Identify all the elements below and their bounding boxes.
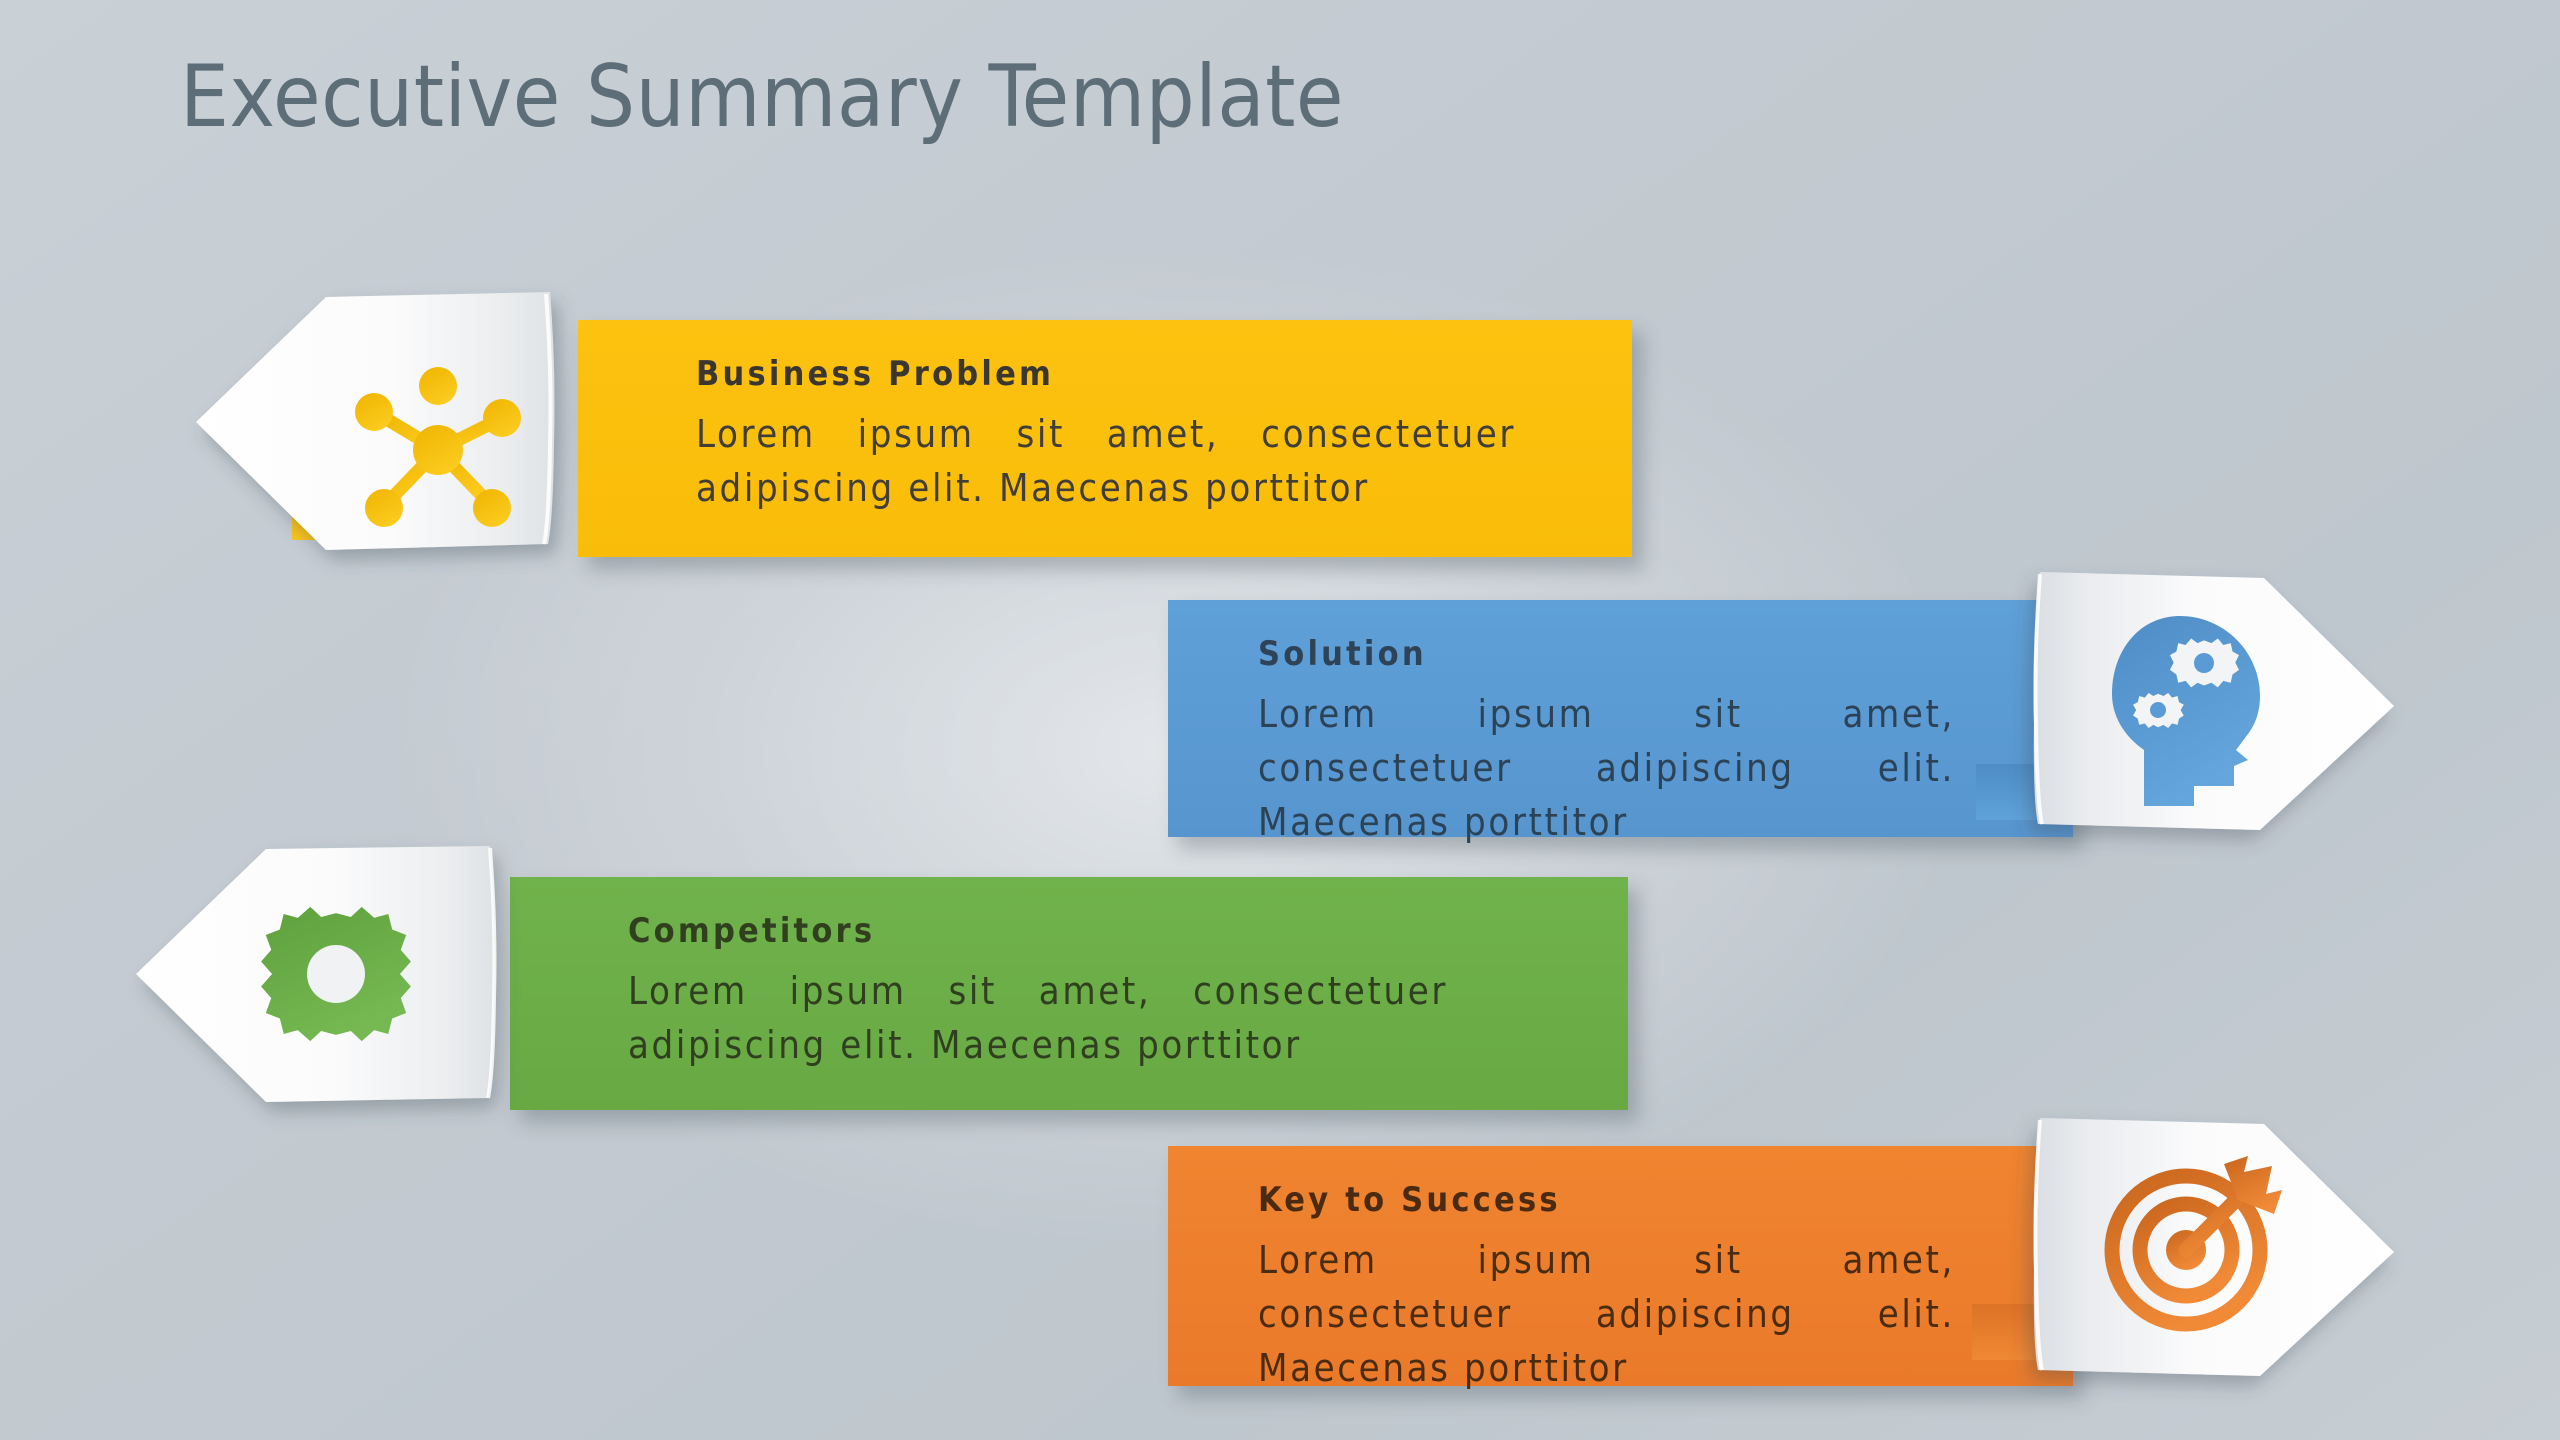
fold-crease xyxy=(2033,573,2044,825)
section-body: Lorem ipsum sit amet, consectetuer adipi… xyxy=(1258,1238,1955,1390)
fold-crease xyxy=(542,293,553,545)
network-nodes-icon xyxy=(355,367,521,527)
icon-panel-key-to-success[interactable] xyxy=(1972,1118,2472,1418)
fold-crease xyxy=(2033,1119,2044,1371)
gear-large-icon xyxy=(2169,638,2239,688)
section-body: Lorem ipsum sit amet, consectetuer adipi… xyxy=(1258,692,1955,844)
icon-panel-competitors[interactable] xyxy=(136,846,556,1146)
section-heading: Solution xyxy=(1258,634,1427,674)
gear-small-icon xyxy=(2133,692,2184,729)
gear-icon xyxy=(261,906,411,1042)
paper-arrow-shape xyxy=(2033,1118,2394,1376)
dart-fletching xyxy=(2224,1156,2282,1214)
section-bar-key-to-success: Key to Success Lorem ipsum sit amet, con… xyxy=(1168,1146,2073,1390)
section-heading: Competitors xyxy=(628,911,876,951)
page-title: Executive Summary Template xyxy=(180,47,1345,147)
section-heading: Business Problem xyxy=(696,354,1055,394)
section-heading: Key to Success xyxy=(1258,1180,1561,1220)
head-with-gears-icon xyxy=(2112,616,2260,806)
fold-crease xyxy=(486,847,497,1099)
section-bar-business-problem: Business Problem Lorem ipsum sit amet, c… xyxy=(578,320,1632,557)
section-bar-competitors: Competitors Lorem ipsum sit amet, consec… xyxy=(510,877,1628,1110)
section-body: Lorem ipsum sit amet, consectetuer adipi… xyxy=(696,412,1516,510)
section-bar-solution: Solution Lorem ipsum sit amet, consectet… xyxy=(1168,600,2073,844)
target-dart-icon xyxy=(2104,1156,2282,1332)
icon-panel-solution[interactable] xyxy=(1976,572,2472,872)
section-body: Lorem ipsum sit amet, consectetuer adipi… xyxy=(628,969,1448,1067)
icon-panel-business-problem[interactable] xyxy=(196,292,616,592)
